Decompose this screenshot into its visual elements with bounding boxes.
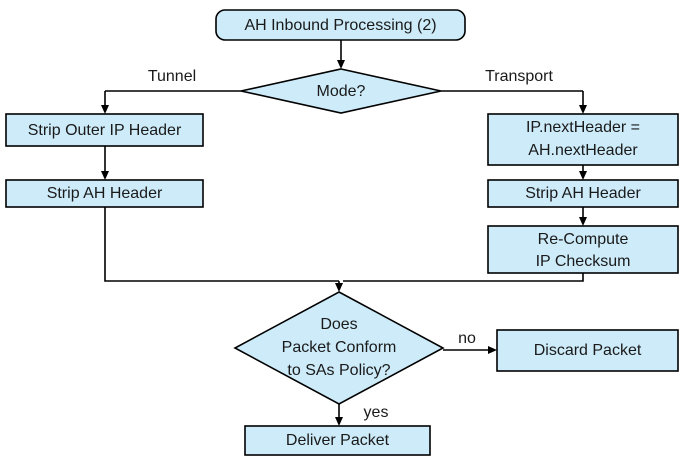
arrow-head-icon — [579, 105, 587, 114]
process-ip-next-header-assign-shape — [487, 113, 679, 166]
edge-left-to-merge-bus — [104, 206, 339, 282]
arrow-head-icon — [101, 171, 109, 180]
terminal-discard-packet-shape — [496, 329, 679, 372]
edge-conform-yes-to-deliver — [335, 404, 343, 426]
arrow-head-icon — [335, 417, 343, 426]
process-strip-ah-header-tunnel[interactable]: Strip AH Header — [5, 179, 204, 208]
arrow-head-icon — [579, 171, 587, 180]
edge-strip-outer-to-strip-ah — [101, 146, 109, 180]
process-strip-ah-header-transport-label: Strip AH Header — [525, 185, 641, 202]
decision-mode-shape — [240, 68, 442, 114]
start-node-label: AH Inbound Processing (2) — [244, 17, 436, 34]
edge-start-to-mode — [337, 40, 345, 69]
process-ip-next-header-assign-label-2: AH.nextHeader — [528, 142, 638, 159]
edge-label-tunnel: Tunnel — [148, 68, 196, 85]
edge-label-no: no — [458, 330, 476, 347]
edge-conform-no-to-discard — [443, 346, 497, 354]
edge-label-yes: yes — [364, 404, 389, 421]
process-recompute-ip-checksum-shape — [487, 225, 679, 274]
decision-packet-conform-to-sas-policy[interactable]: Does Packet Conform to SAs Policy? — [233, 291, 445, 405]
process-strip-outer-ip-header-label: Strip Outer IP Header — [28, 122, 182, 139]
process-strip-outer-ip-header[interactable]: Strip Outer IP Header — [5, 113, 204, 147]
edge-merge-to-conform — [335, 281, 343, 292]
start-node-shape — [215, 9, 466, 41]
decision-packet-conform-shape — [233, 291, 445, 405]
arrow-head-icon — [101, 105, 109, 114]
start-node-ah-inbound-processing[interactable]: AH Inbound Processing (2) — [215, 9, 466, 41]
terminal-deliver-packet-shape — [244, 425, 431, 456]
arrow-head-icon — [488, 346, 497, 354]
terminal-discard-packet[interactable]: Discard Packet — [496, 329, 679, 372]
process-recompute-ip-checksum[interactable]: Re-Compute IP Checksum — [487, 225, 679, 274]
process-recompute-ip-checksum-label-2: IP Checksum — [536, 253, 631, 270]
process-ip-next-header-assign[interactable]: IP.nextHeader = AH.nextHeader — [487, 113, 679, 166]
decision-packet-conform-label-1: Does — [320, 316, 357, 333]
decision-mode-label: Mode? — [317, 83, 366, 100]
process-strip-ah-header-tunnel-shape — [5, 179, 204, 208]
process-strip-ah-header-transport-shape — [487, 179, 679, 208]
edge-label-transport: Transport — [485, 68, 553, 85]
arrow-head-icon — [335, 283, 343, 292]
arrow-head-icon — [579, 217, 587, 226]
process-strip-outer-ip-header-shape — [5, 113, 204, 147]
process-strip-ah-header-tunnel-label: Strip AH Header — [47, 185, 163, 202]
process-ip-next-header-assign-label-1: IP.nextHeader = — [526, 119, 640, 136]
edge-nextheader-to-strip-ah — [579, 165, 587, 180]
edge-strip-ah-to-recompute — [579, 206, 587, 226]
terminal-discard-packet-label: Discard Packet — [534, 342, 642, 359]
decision-mode[interactable]: Mode? — [240, 68, 442, 114]
terminal-deliver-packet-label: Deliver Packet — [286, 432, 390, 449]
decision-packet-conform-label-2: Packet Conform — [282, 339, 397, 356]
process-recompute-ip-checksum-label-1: Re-Compute — [538, 231, 629, 248]
edge-mode-branches — [101, 90, 587, 114]
process-strip-ah-header-transport[interactable]: Strip AH Header — [487, 179, 679, 208]
decision-packet-conform-label-3: to SAs Policy? — [287, 362, 390, 379]
arrow-head-icon — [337, 60, 345, 69]
edge-right-to-merge-bus — [343, 272, 584, 282]
terminal-deliver-packet[interactable]: Deliver Packet — [244, 425, 431, 456]
